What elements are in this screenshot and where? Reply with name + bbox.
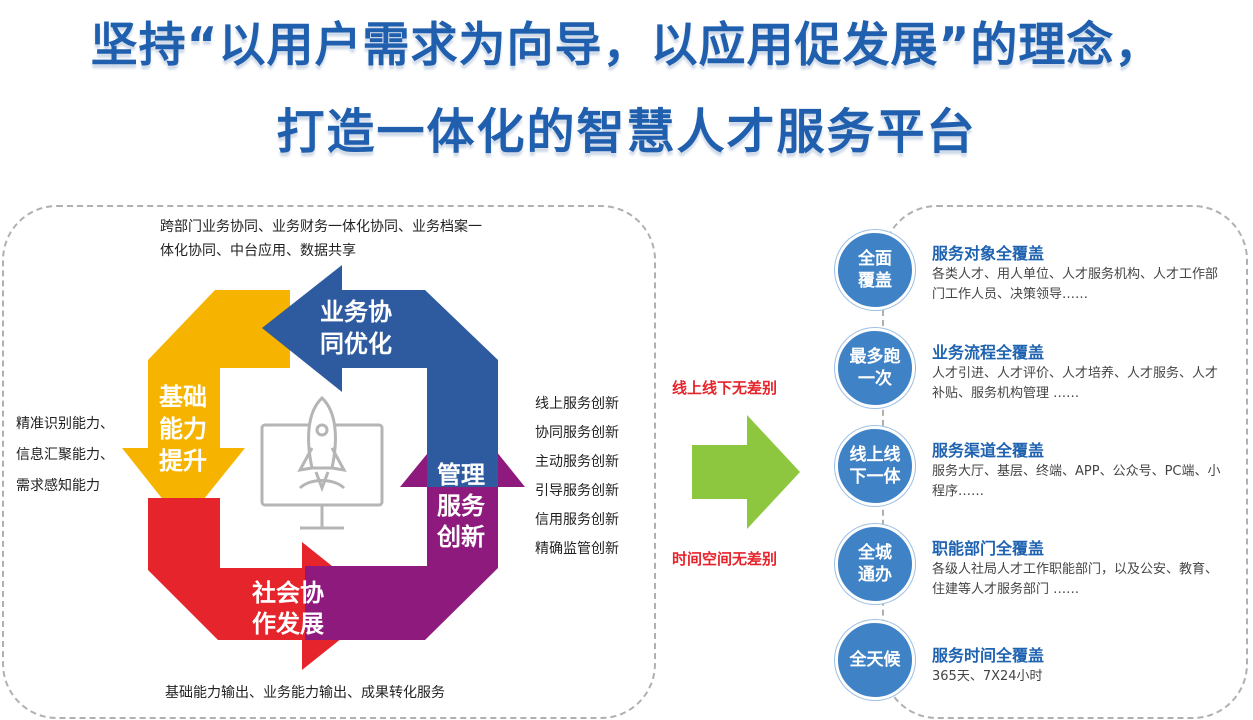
right-arrow-icon bbox=[692, 415, 800, 529]
basic-segment bbox=[122, 290, 290, 525]
left-cycle-panel bbox=[2, 205, 656, 719]
management-label-1: 管理 bbox=[437, 461, 485, 489]
business-segment bbox=[262, 265, 498, 487]
business-label-2: 同优化 bbox=[320, 330, 392, 358]
feature-badge: 全面 覆盖 bbox=[835, 230, 915, 310]
rocket-monitor-icon bbox=[260, 395, 384, 530]
main-title-line2: 打造一体化的智慧人才服务平台 bbox=[276, 104, 977, 160]
feature-desc: 各类人才、用人单位、人才服务机构、人才工作部门工作人员、决策领导…… bbox=[932, 267, 1219, 302]
management-label-2: 服务 bbox=[437, 492, 486, 520]
right-item: 线上服务创新 bbox=[535, 396, 619, 412]
management-label-3: 创新 bbox=[436, 523, 485, 551]
cycle-diagram: 业务协 同优化 管理 服务 创新 社会协 作发展 基础 能力 提升 bbox=[122, 265, 525, 670]
right-item: 主动服务创新 bbox=[535, 454, 619, 470]
left-item: 需求感知能力 bbox=[16, 478, 100, 494]
feature-title: 服务渠道全覆盖 bbox=[932, 441, 1045, 460]
right-item: 引导服务创新 bbox=[535, 483, 619, 499]
basic-label-1: 基础 bbox=[159, 384, 207, 411]
right-item: 精确监管创新 bbox=[535, 541, 619, 557]
feature-desc: 服务大厅、基层、终端、APP、公众号、PC端、小程序…… bbox=[932, 464, 1221, 499]
cycle-top-text: 跨部门业务协同、业务财务一体化协同、业务档案一体化协同、中台应用、数据共享 bbox=[160, 219, 482, 259]
feature-badge: 全天候 bbox=[835, 620, 915, 700]
left-item: 精准识别能力、 bbox=[16, 416, 114, 432]
feature-badge: 最多跑 一次 bbox=[835, 328, 915, 408]
feature-title: 服务时间全覆盖 bbox=[932, 646, 1045, 665]
feature-badge: 线上线 下一体 bbox=[835, 426, 915, 506]
basic-label-2: 能力 bbox=[159, 415, 207, 443]
feature-desc: 365天、7X24小时 bbox=[932, 669, 1043, 684]
business-label-1: 业务协 bbox=[320, 298, 392, 326]
online-offline-label: 线上线下无差别 bbox=[672, 379, 778, 397]
time-space-label: 时间空间无差别 bbox=[672, 550, 778, 568]
feature-title: 业务流程全覆盖 bbox=[932, 343, 1045, 362]
cycle-right-list: 线上服务创新 协同服务创新 主动服务创新 引导服务创新 信用服务创新 精确监管创… bbox=[535, 390, 619, 564]
left-item: 信息汇聚能力、 bbox=[16, 447, 114, 463]
cycle-bottom-text: 基础能力输出、业务能力输出、成果转化服务 bbox=[165, 685, 445, 701]
social-label-2: 作发展 bbox=[252, 610, 324, 638]
feature-title: 职能部门全覆盖 bbox=[932, 539, 1045, 558]
right-item: 信用服务创新 bbox=[535, 512, 619, 528]
feature-desc: 人才引进、人才评价、人才培养、人才服务、人才补贴、服务机构管理 …… bbox=[932, 366, 1219, 401]
social-label-1: 社会协 bbox=[252, 579, 324, 607]
feature-badge: 全城 通办 bbox=[835, 524, 915, 604]
main-title-line1: 坚持“以用户需求为向导，以应用促发展”的理念， bbox=[90, 18, 1163, 73]
basic-label-3: 提升 bbox=[159, 448, 207, 475]
feature-desc: 各级人社局人才工作职能部门，以及公安、教育、住建等人才服务部门 …… bbox=[932, 562, 1219, 597]
cycle-left-list: 精准识别能力、 信息汇聚能力、 需求感知能力 bbox=[16, 409, 114, 502]
right-item: 协同服务创新 bbox=[535, 425, 619, 441]
feature-title: 服务对象全覆盖 bbox=[932, 244, 1045, 263]
